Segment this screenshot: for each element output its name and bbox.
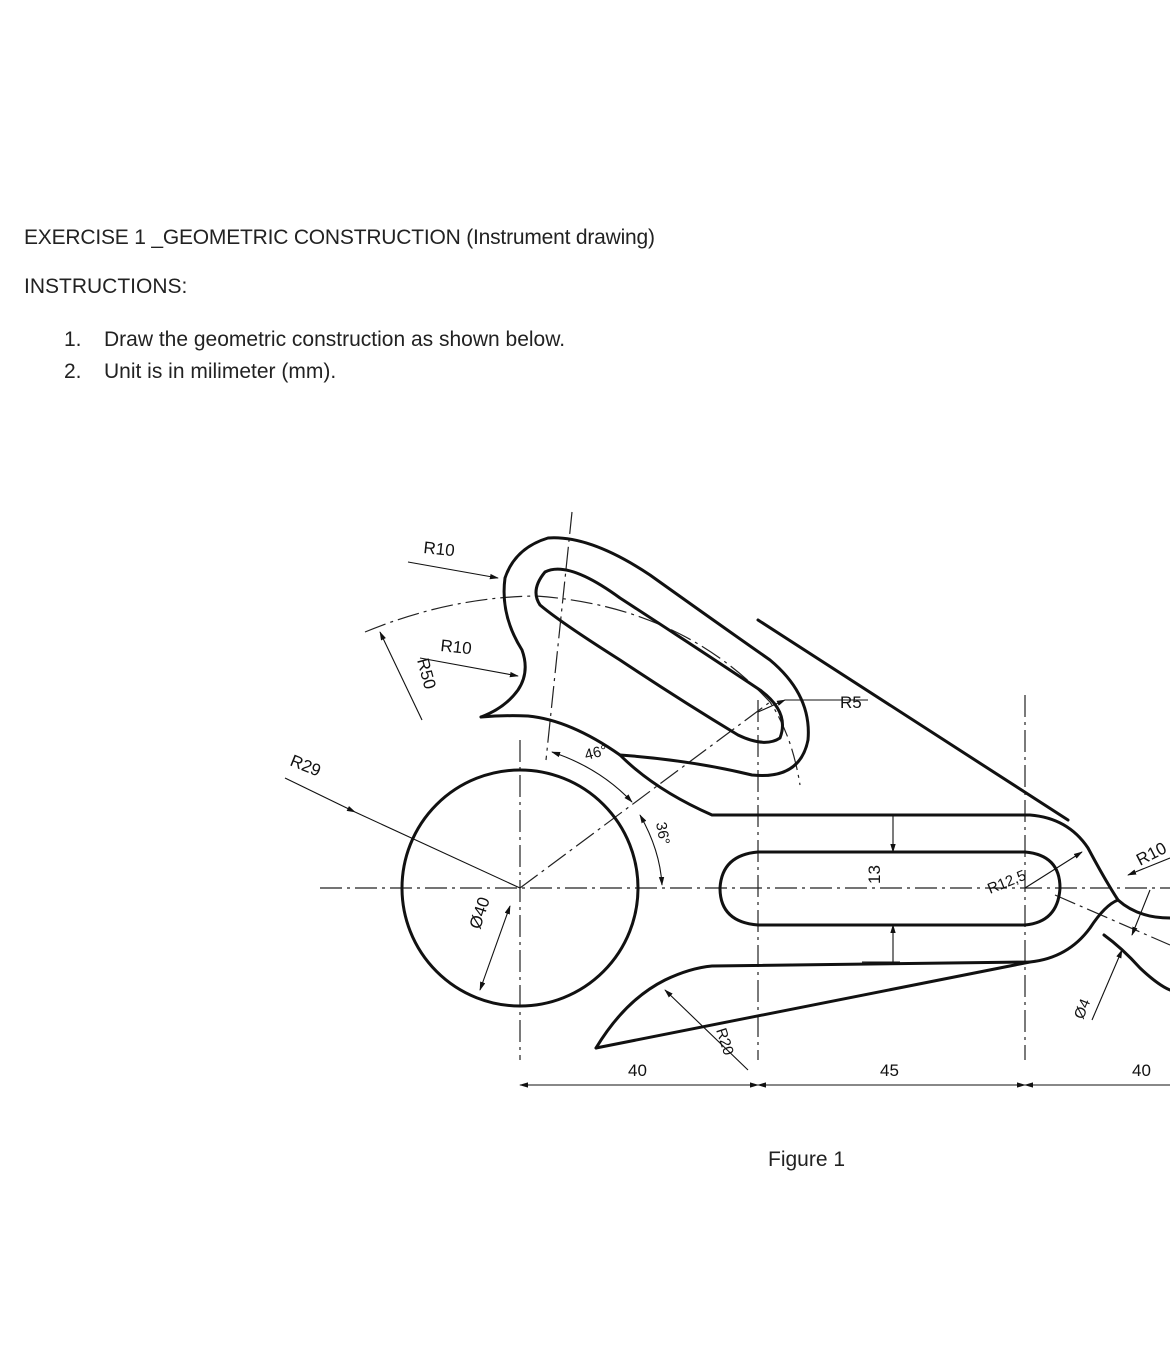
dim-45: 45 xyxy=(880,1061,899,1080)
dim-r29: R29 xyxy=(288,751,324,780)
exercise-title: EXERCISE 1 _GEOMETRIC CONSTRUCTION (Inst… xyxy=(24,226,655,249)
instruction-number: 1. xyxy=(64,328,82,351)
dimension-lines xyxy=(284,561,1170,1088)
figure-caption: Figure 1 xyxy=(768,1148,846,1171)
dim-r20: R20 xyxy=(712,1026,737,1057)
dim-r12-5: R12,5 xyxy=(985,867,1028,898)
instruction-number: 2. xyxy=(64,360,82,383)
center-lines xyxy=(320,511,1170,1060)
dim-40-left: 40 xyxy=(628,1061,647,1080)
dim-d40: Ø40 xyxy=(466,895,494,931)
dimension-labels: R10 R10 R50 R29 Ø40 46° 36° R5 13 R12,5 … xyxy=(288,538,1170,1080)
instruction-item: 2. Unit is in milimeter (mm). xyxy=(64,358,565,390)
part-outline xyxy=(400,536,1170,1050)
instruction-item: 1. Draw the geometric construction as sho… xyxy=(64,326,565,358)
instructions-heading: INSTRUCTIONS: xyxy=(24,275,188,298)
instruction-text: Draw the geometric construction as shown… xyxy=(104,328,566,351)
dim-r5: R5 xyxy=(840,693,862,712)
dim-r10-top: R10 xyxy=(423,538,456,560)
dim-36: 36° xyxy=(652,821,673,846)
instruction-text: Unit is in milimeter (mm). xyxy=(104,360,337,383)
dim-13: 13 xyxy=(865,865,884,884)
dim-46: 46° xyxy=(583,742,609,764)
dim-40-right: 40 xyxy=(1132,1061,1151,1080)
instructions-list: 1. Draw the geometric construction as sho… xyxy=(64,326,565,390)
dim-r10-mid: R10 xyxy=(440,636,473,658)
dim-r10-right: R10 xyxy=(1133,838,1169,869)
dim-d4: Ø4 xyxy=(1071,997,1094,1022)
